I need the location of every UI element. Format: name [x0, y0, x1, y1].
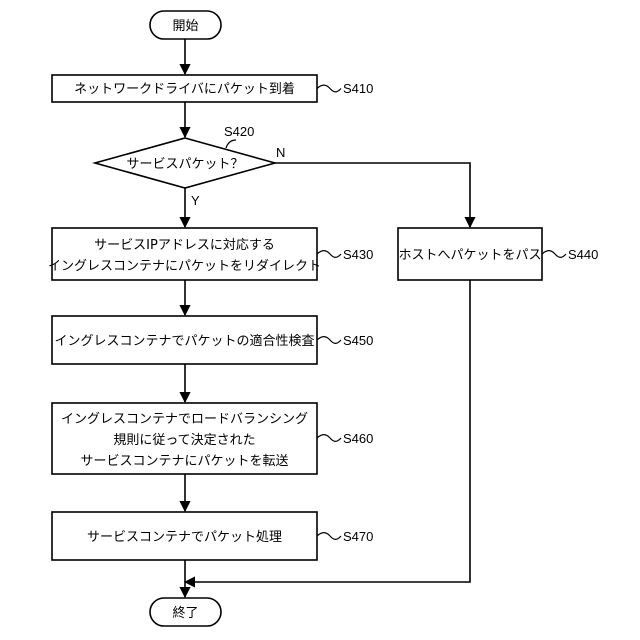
step-s430: サービスIPアドレスに対応する イングレスコンテナにパケットをリダイレクト S4…: [48, 228, 373, 280]
edge-s420-no-to-s440: [275, 163, 470, 227]
decision-s420-id: S420: [224, 124, 254, 139]
step-s460-text-line3: サービスコンテナにパケットを転送: [80, 454, 288, 469]
step-s450-id: S450: [343, 333, 373, 348]
branch-label-no: N: [276, 145, 285, 160]
step-s460: イングレスコンテナでロードバランシング 規則に従って決定された サービスコンテナ…: [52, 403, 373, 474]
branch-label-yes: Y: [191, 193, 200, 208]
step-s450: イングレスコンテナでパケットの適合性検査 S450: [52, 316, 373, 364]
step-s460-text-line2: 規則に従って決定された: [113, 433, 255, 448]
step-s440: ホストへパケットをパス S440: [398, 228, 598, 280]
step-s430-text-line2: イングレスコンテナにパケットをリダイレクト: [48, 259, 321, 274]
start-node: 開始: [150, 11, 221, 39]
end-label: 終了: [172, 605, 198, 621]
step-s470: サービスコンテナでパケット処理 S470: [52, 512, 373, 560]
step-s450-text: イングレスコンテナでパケットの適合性検査: [54, 333, 314, 349]
step-s460-id: S460: [343, 431, 373, 446]
step-s410: ネットワークドライバにパケット到着 S410: [52, 75, 373, 102]
start-label: 開始: [172, 19, 198, 34]
end-node: 終了: [150, 598, 221, 626]
step-s440-text: ホストへパケットをパス: [398, 248, 541, 263]
step-s430-id: S430: [343, 247, 373, 262]
step-s410-text: ネットワークドライバにパケット到着: [74, 81, 295, 97]
step-s460-text-line1: イングレスコンテナでロードバランシング: [61, 412, 308, 427]
step-s430-text-line1: サービスIPアドレスに対応する: [94, 238, 275, 253]
step-s410-id: S410: [343, 81, 373, 96]
decision-s420-text: サービスパケット？: [126, 157, 243, 172]
step-s440-id: S440: [568, 247, 598, 262]
step-s470-text: サービスコンテナでパケット処理: [87, 530, 282, 545]
step-s470-id: S470: [343, 529, 373, 544]
